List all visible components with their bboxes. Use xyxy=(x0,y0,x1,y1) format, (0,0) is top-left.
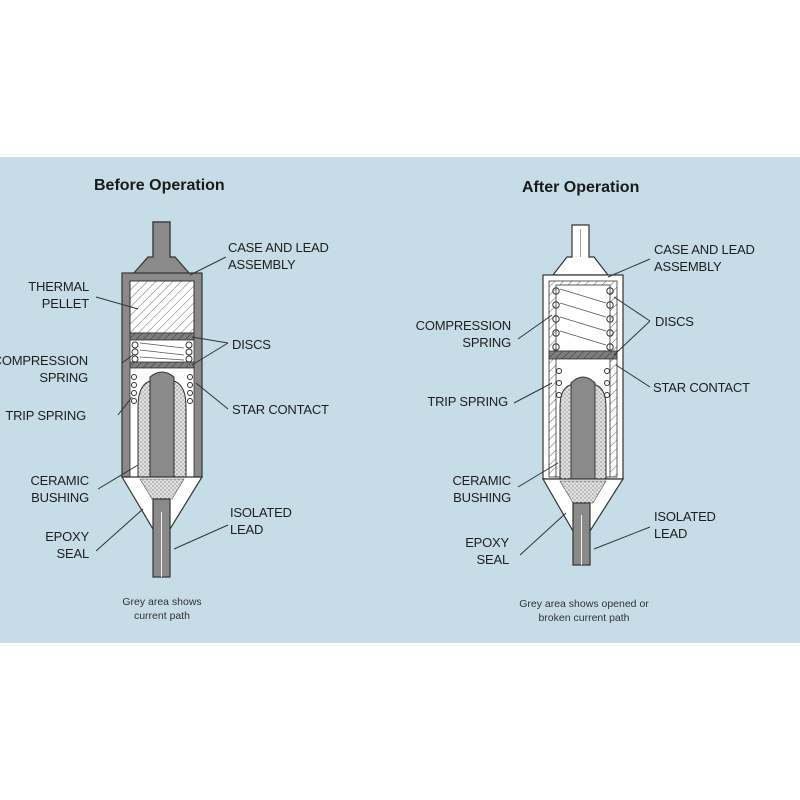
after-label-isolated-line2: LEAD xyxy=(654,526,688,541)
before-label-trip-spring: TRIP SPRING xyxy=(5,408,86,423)
after-caption-line1: Grey area shows opened or xyxy=(519,598,649,610)
before-label-isolated-lead: ISOLATED LEAD xyxy=(230,504,292,538)
before-label-thermal-pellet: THERMAL PELLET xyxy=(28,278,89,312)
after-label-star-contact: STAR CONTACT xyxy=(653,380,750,395)
before-caption: Grey area shows current path xyxy=(102,595,222,623)
before-label-ceramic-bushing: CERAMIC BUSHING xyxy=(30,472,89,506)
before-label-epoxy-line1: EPOXY xyxy=(45,529,89,544)
after-fuse-drawing xyxy=(541,224,625,566)
before-label-ceramic-line2: BUSHING xyxy=(31,490,89,505)
after-label-case-lead-line1: CASE AND LEAD xyxy=(654,242,755,257)
before-label-compression-line1: COMPRESSION xyxy=(0,353,88,368)
before-label-ceramic-line1: CERAMIC xyxy=(30,473,89,488)
before-label-case-lead: CASE AND LEAD ASSEMBLY xyxy=(228,239,329,273)
before-label-thermal-line1: THERMAL xyxy=(28,279,89,294)
after-label-compression-spring: COMPRESSION SPRING xyxy=(415,317,512,351)
before-leader-lines xyxy=(95,256,229,552)
after-label-case-lead: CASE AND LEAD ASSEMBLY xyxy=(654,241,755,275)
after-label-trip-spring: TRIP SPRING xyxy=(427,394,508,409)
before-label-star-contact: STAR CONTACT xyxy=(232,402,329,417)
after-label-ceramic-line2: BUSHING xyxy=(453,490,511,505)
after-label-discs: DISCS xyxy=(655,314,694,329)
after-label-compression-line2: SPRING xyxy=(462,335,511,350)
diagram-panel: Before Operation CASE AND LEAD ASSEMBLY … xyxy=(0,157,800,643)
after-label-epoxy-seal: EPOXY SEAL xyxy=(465,534,509,568)
before-label-isolated-line2: LEAD xyxy=(230,522,264,537)
after-label-epoxy-line2: SEAL xyxy=(476,552,510,567)
before-label-isolated-line1: ISOLATED xyxy=(230,505,292,520)
before-label-compression-line2: SPRING xyxy=(39,370,88,385)
after-label-compression-line1: COMPRESSION xyxy=(415,318,512,333)
before-label-case-lead-line2: ASSEMBLY xyxy=(228,257,296,272)
after-label-isolated-line1: ISOLATED xyxy=(654,509,716,524)
before-label-epoxy-seal: EPOXY SEAL xyxy=(45,528,89,562)
before-label-epoxy-line2: SEAL xyxy=(56,546,90,561)
before-title: Before Operation xyxy=(94,177,225,194)
after-caption: Grey area shows opened or broken current… xyxy=(494,597,674,625)
after-label-epoxy-line1: EPOXY xyxy=(465,535,509,550)
before-caption-line1: Grey area shows xyxy=(122,596,202,608)
after-leader-lines xyxy=(513,258,651,556)
after-label-ceramic-line1: CERAMIC xyxy=(452,473,511,488)
before-caption-line2: current path xyxy=(133,610,191,622)
before-label-compression-spring: COMPRESSION SPRING xyxy=(0,352,88,386)
before-label-case-lead-line1: CASE AND LEAD xyxy=(228,240,329,255)
after-title: After Operation xyxy=(522,179,640,196)
after-label-isolated-lead: ISOLATED LEAD xyxy=(654,508,716,542)
fuse-diagram-svg xyxy=(95,221,651,578)
before-label-thermal-line2: PELLET xyxy=(41,296,89,311)
before-label-discs: DISCS xyxy=(232,337,271,352)
after-caption-line2: broken current path xyxy=(538,612,630,624)
after-label-case-lead-line2: ASSEMBLY xyxy=(654,259,722,274)
after-label-ceramic-bushing: CERAMIC BUSHING xyxy=(452,472,511,506)
before-fuse-drawing xyxy=(120,221,204,578)
